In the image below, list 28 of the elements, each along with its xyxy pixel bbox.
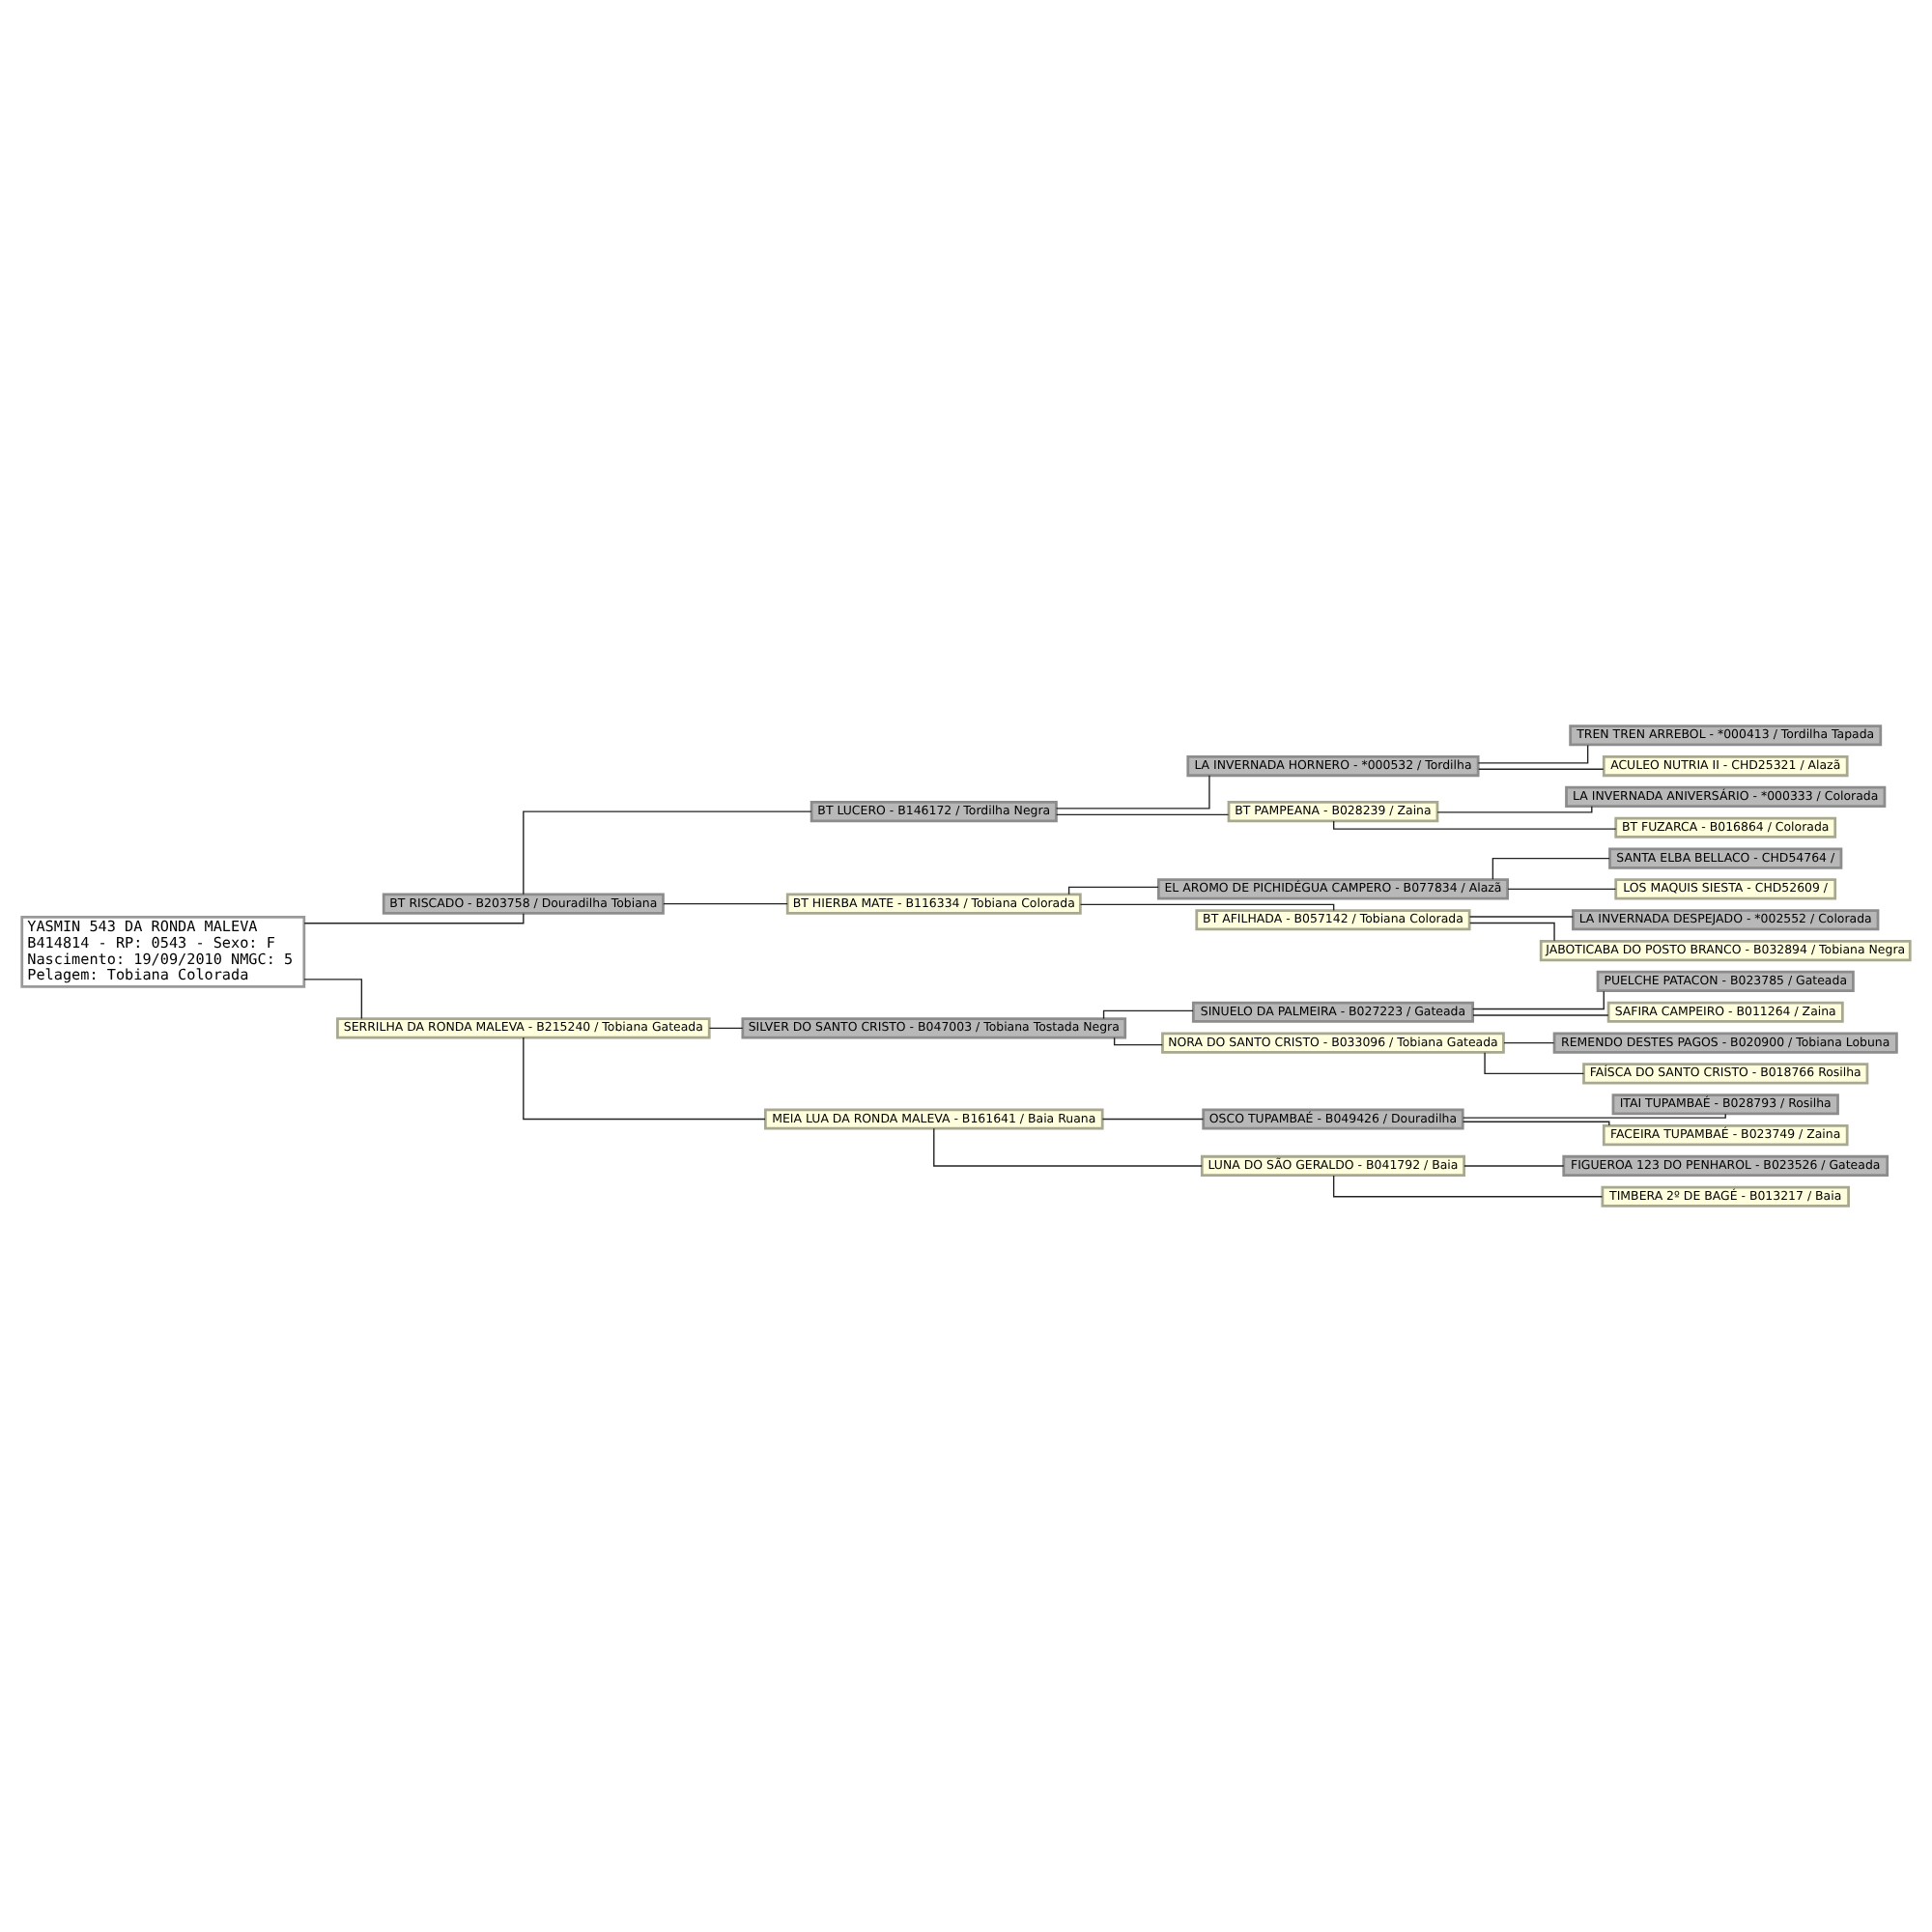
connector [523,1037,766,1121]
connector [1436,806,1593,813]
connector [1469,922,1555,942]
connector [1503,1041,1555,1044]
connector [1101,1118,1205,1121]
connector [1055,813,1230,816]
connector [1463,1113,1726,1119]
connector [1102,1009,1194,1020]
connector [1463,1165,1565,1167]
connector [933,1127,1203,1167]
connector [523,810,812,895]
connector [1484,1052,1585,1075]
connector [1477,744,1589,764]
connector [1471,990,1605,1010]
connector [663,902,788,905]
connector [1507,888,1617,891]
connector [1472,1014,1609,1016]
connector [1462,1121,1610,1126]
connector [1113,1037,1163,1046]
connector [1055,775,1210,810]
connector [1477,768,1605,770]
connector [1067,886,1159,895]
connector [1079,903,1335,912]
connector [303,912,525,924]
connector [1468,916,1574,918]
connector [708,1027,744,1030]
connector [303,979,363,1020]
connector [1492,857,1610,881]
